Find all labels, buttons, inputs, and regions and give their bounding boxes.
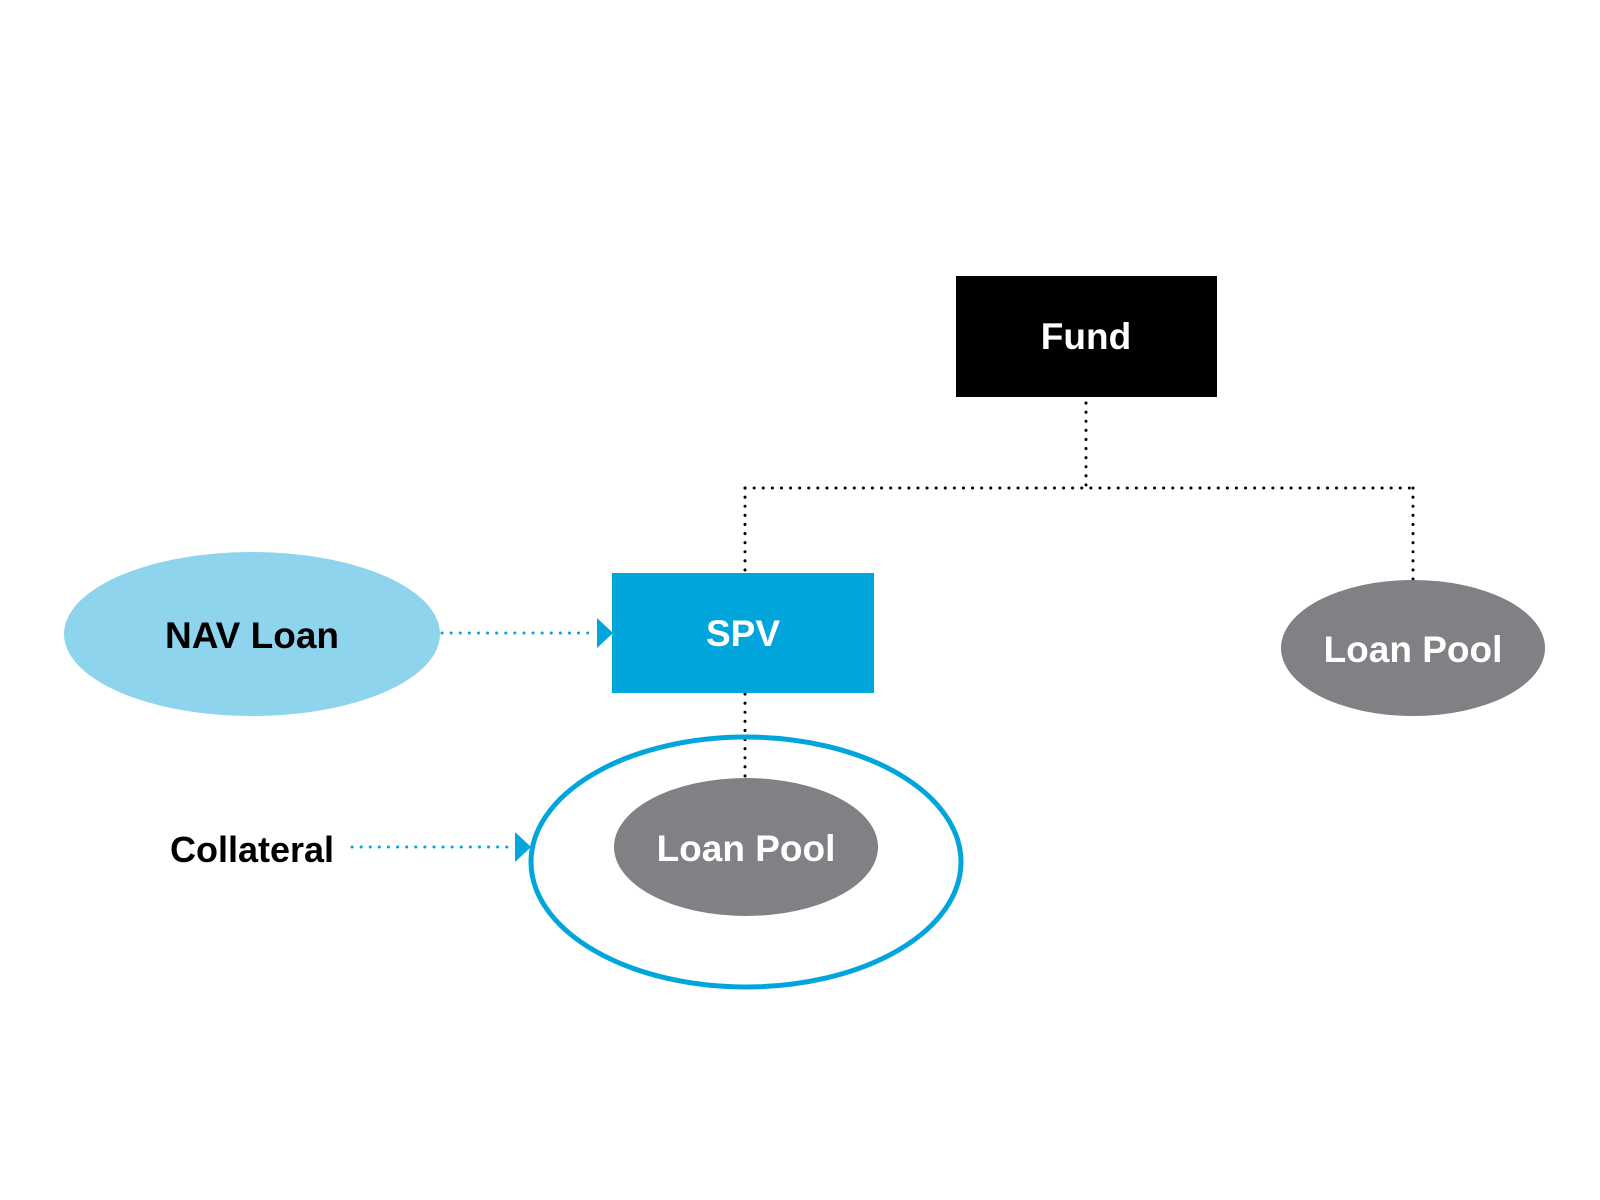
node-loan-pool-spv[interactable]: Loan Pool [614, 778, 878, 916]
collateral-label: Collateral [170, 829, 334, 870]
fund-box [956, 276, 1217, 397]
nav-loan-label: NAV Loan [165, 615, 339, 656]
node-loan-pool-fund[interactable]: Loan Pool [1281, 580, 1545, 716]
node-fund[interactable]: Fund [956, 276, 1217, 397]
annotation-collateral: Collateral [170, 829, 531, 870]
node-nav-loan[interactable]: NAV Loan [64, 552, 440, 716]
spv-label: SPV [706, 613, 780, 654]
spv-box [612, 573, 874, 693]
collateral-ring[interactable] [528, 734, 964, 990]
fund-label: Fund [1041, 316, 1131, 357]
loan-pool-spv-ellipse [614, 778, 878, 916]
node-spv[interactable]: SPV [612, 573, 874, 693]
loan-pool-spv-label: Loan Pool [657, 828, 836, 869]
nav-loan-ellipse [64, 552, 440, 716]
arrowhead-icon [515, 832, 531, 862]
loan-pool-fund-ellipse [1281, 580, 1545, 716]
arrowhead-icon [597, 618, 613, 648]
loan-pool-fund-label: Loan Pool [1324, 629, 1503, 670]
fund-tree-connectors [743, 401, 1415, 782]
edge-nav-loan-to-spv [440, 618, 613, 648]
